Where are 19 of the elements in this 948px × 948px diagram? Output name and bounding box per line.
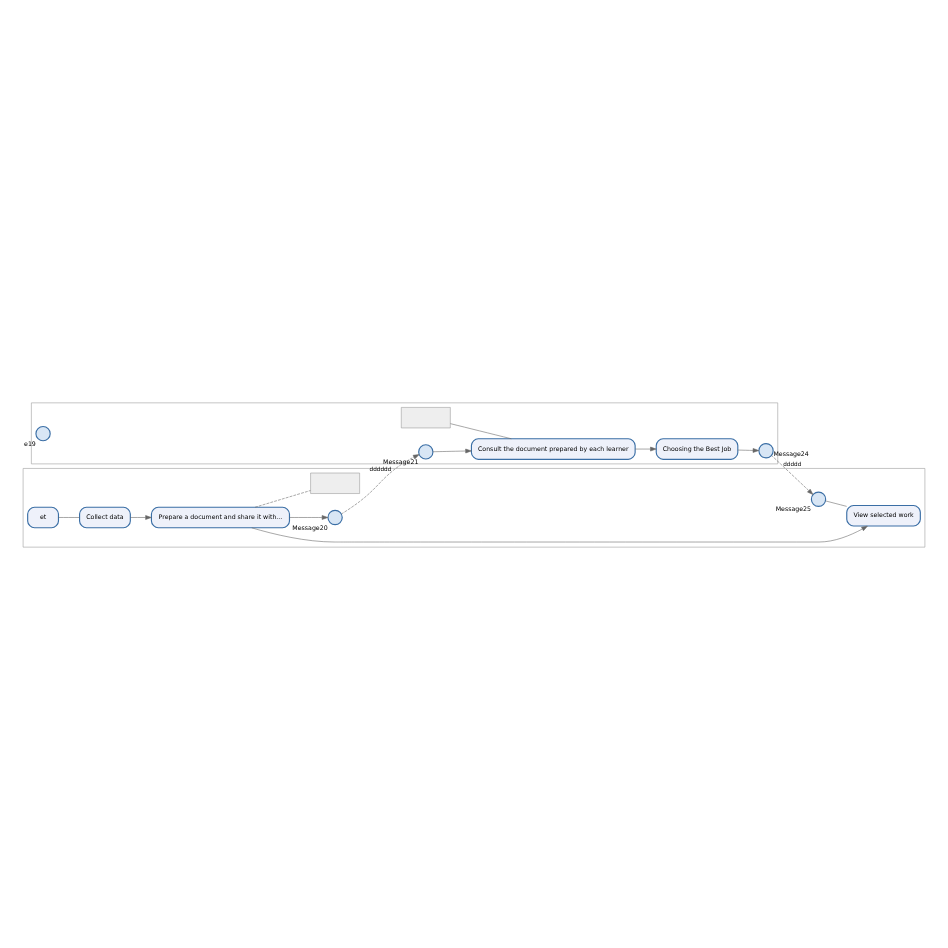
node-circle [758, 442, 774, 458]
node-box [310, 471, 360, 493]
connector [58, 516, 80, 517]
connector [825, 499, 847, 506]
arrow [130, 514, 152, 519]
node-circle [418, 443, 434, 459]
arrow [289, 514, 329, 519]
arrow [251, 524, 868, 542]
node-circle [35, 424, 51, 441]
node-box [401, 406, 451, 428]
node-circle [327, 508, 343, 525]
arrow [341, 453, 420, 514]
arrow [771, 454, 814, 494]
connector [450, 422, 512, 439]
arrow [737, 447, 760, 452]
arrow [634, 445, 657, 451]
node-circle [810, 490, 827, 506]
arrow [432, 447, 472, 453]
connector [254, 489, 311, 507]
